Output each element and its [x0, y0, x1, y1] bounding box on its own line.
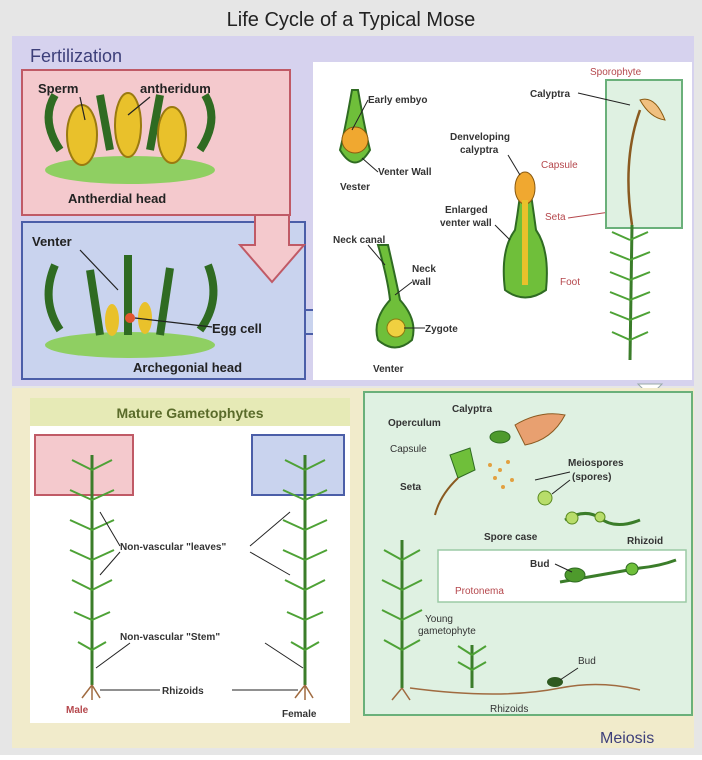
page-title: Life Cycle of a Typical Mose	[227, 9, 476, 31]
venter-bottom-label: Venter	[373, 364, 404, 375]
mature-gametophytes-heading: Mature Gametophytes	[116, 405, 263, 421]
leaves-label: Non-vascular "leaves"	[120, 542, 226, 553]
protonema-label: Protonema	[455, 586, 504, 597]
foot-label: Foot	[560, 277, 580, 288]
developing-label-1: Denveloping	[450, 132, 510, 143]
archegonial-head-label: Archegonial head	[133, 360, 242, 375]
enlarged-label-2: venter wall	[440, 218, 492, 229]
antheridial-head-label: Antherdial head	[68, 191, 166, 206]
meiosis-heading: Meiosis	[600, 730, 654, 747]
bud-label: Bud	[530, 559, 549, 570]
antheridum-label: antheridum	[140, 81, 211, 96]
meiospore-shape	[538, 491, 552, 505]
female-label: Female	[282, 709, 317, 720]
fertilization-heading: Fertilization	[30, 46, 122, 66]
neck-wall-label-1: Neck	[412, 264, 436, 275]
rhizoids-meiosis-label: Rhizoids	[490, 704, 528, 715]
bud-label-2: Bud	[578, 656, 596, 667]
early-embryo-label: Early embyo	[368, 95, 427, 106]
young-gametophyte-label-2: gametophyte	[418, 626, 476, 637]
sperm-label: Sperm	[38, 81, 78, 96]
operculum-shape	[490, 431, 510, 443]
venter-label: Venter	[32, 234, 72, 249]
bud-shape	[547, 677, 563, 687]
operculum-label: Operculum	[388, 418, 441, 429]
developing-label-2: calyptra	[460, 145, 499, 156]
female-marker-box	[252, 435, 344, 495]
seta-meiosis-label: Seta	[400, 482, 422, 493]
calyptra-label: Calyptra	[452, 404, 492, 415]
vester-label: Vester	[340, 182, 370, 193]
capsule-meiosis-label: Capsule	[390, 444, 427, 455]
male-label: Male	[66, 705, 89, 716]
neck-wall-label-2: wall	[411, 277, 431, 288]
seta-label: Seta	[545, 212, 566, 223]
young-gametophyte-label-1: Young	[425, 614, 453, 625]
rhizoids-label: Rhizoids	[162, 686, 204, 697]
neck-canal-label: Neck canal	[333, 235, 385, 246]
zygote-label: Zygote	[425, 324, 458, 335]
enlarged-label-1: Enlarged	[445, 205, 488, 216]
calyptra-label-top: Calyptra	[530, 89, 570, 100]
spore-case-label: Spore case	[484, 532, 538, 543]
stem-label: Non-vascular "Stem"	[120, 632, 220, 643]
egg-cell-label: Egg cell	[212, 321, 262, 336]
meiospores-label-2: (spores)	[572, 472, 611, 483]
meiospores-label-1: Meiospores	[568, 458, 624, 469]
capsule-label: Capsule	[541, 160, 578, 171]
sporophyte-label: Sporophyte	[590, 67, 642, 78]
venter-wall-label: Venter Wall	[378, 167, 432, 178]
rhizoid-label: Rhizoid	[627, 536, 663, 547]
